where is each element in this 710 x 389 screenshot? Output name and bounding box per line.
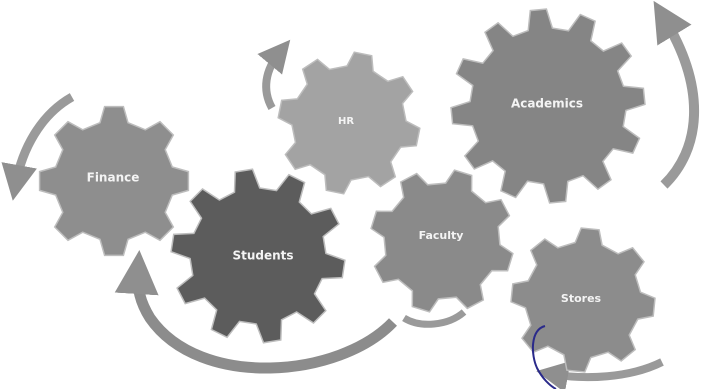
academics-label: Academics [511, 97, 583, 111]
handwritten-pen-mark [531, 325, 557, 389]
students-label: Students [232, 249, 293, 263]
students-gear [170, 168, 346, 344]
hr-label: HR [338, 116, 354, 127]
academics-gear [450, 8, 646, 204]
finance-rotation-arrow [1, 93, 75, 201]
stores-gear [510, 227, 656, 373]
hr-gear [277, 51, 421, 195]
finance-label: Finance [87, 171, 140, 185]
faculty-rotation-arrow [402, 309, 467, 328]
stores-rotation-arrow [536, 358, 664, 389]
faculty-label: Faculty [419, 229, 464, 242]
hr-rotation-arrow [257, 39, 291, 110]
faculty-gear [370, 169, 514, 313]
finance-gear [38, 105, 190, 257]
academics-rotation-arrow [653, 0, 699, 189]
stores-label: Stores [561, 292, 602, 305]
students-rotation-arrow [114, 250, 397, 374]
